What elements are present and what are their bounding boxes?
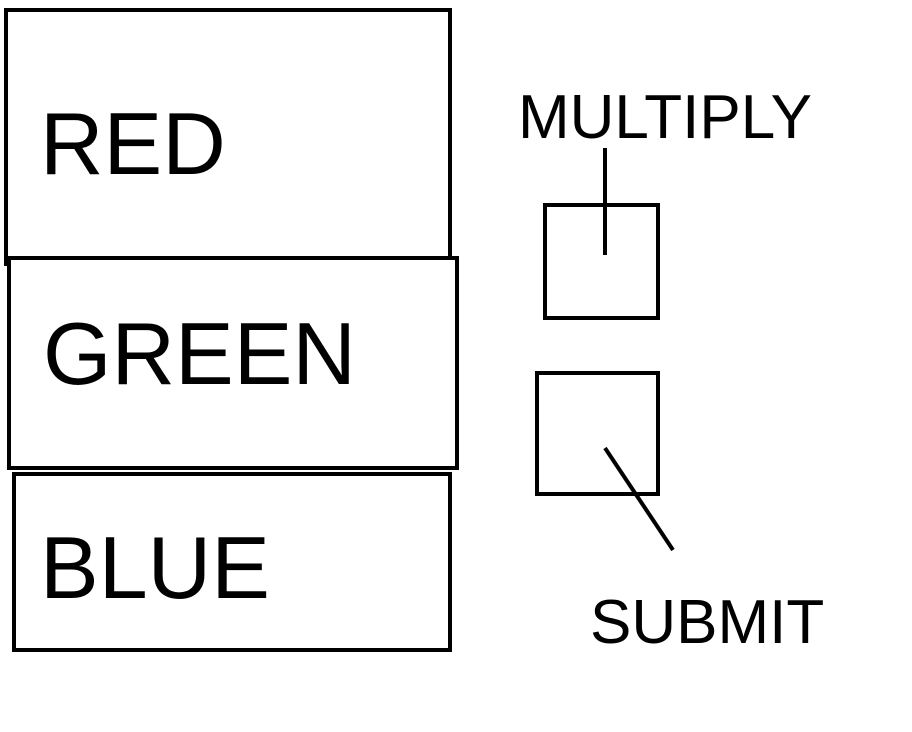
submit-button[interactable] — [535, 371, 660, 496]
red-field-label: RED — [40, 94, 226, 193]
blue-field-box[interactable]: BLUE — [12, 472, 452, 652]
multiply-checkbox[interactable] — [543, 203, 660, 320]
green-field-box[interactable]: GREEN — [7, 256, 459, 470]
multiply-label: MULTIPLY — [518, 83, 812, 152]
blue-field-label: BLUE — [40, 518, 270, 617]
green-field-label: GREEN — [43, 304, 356, 403]
submit-label: SUBMIT — [590, 588, 825, 657]
red-field-box[interactable]: RED — [4, 8, 452, 266]
